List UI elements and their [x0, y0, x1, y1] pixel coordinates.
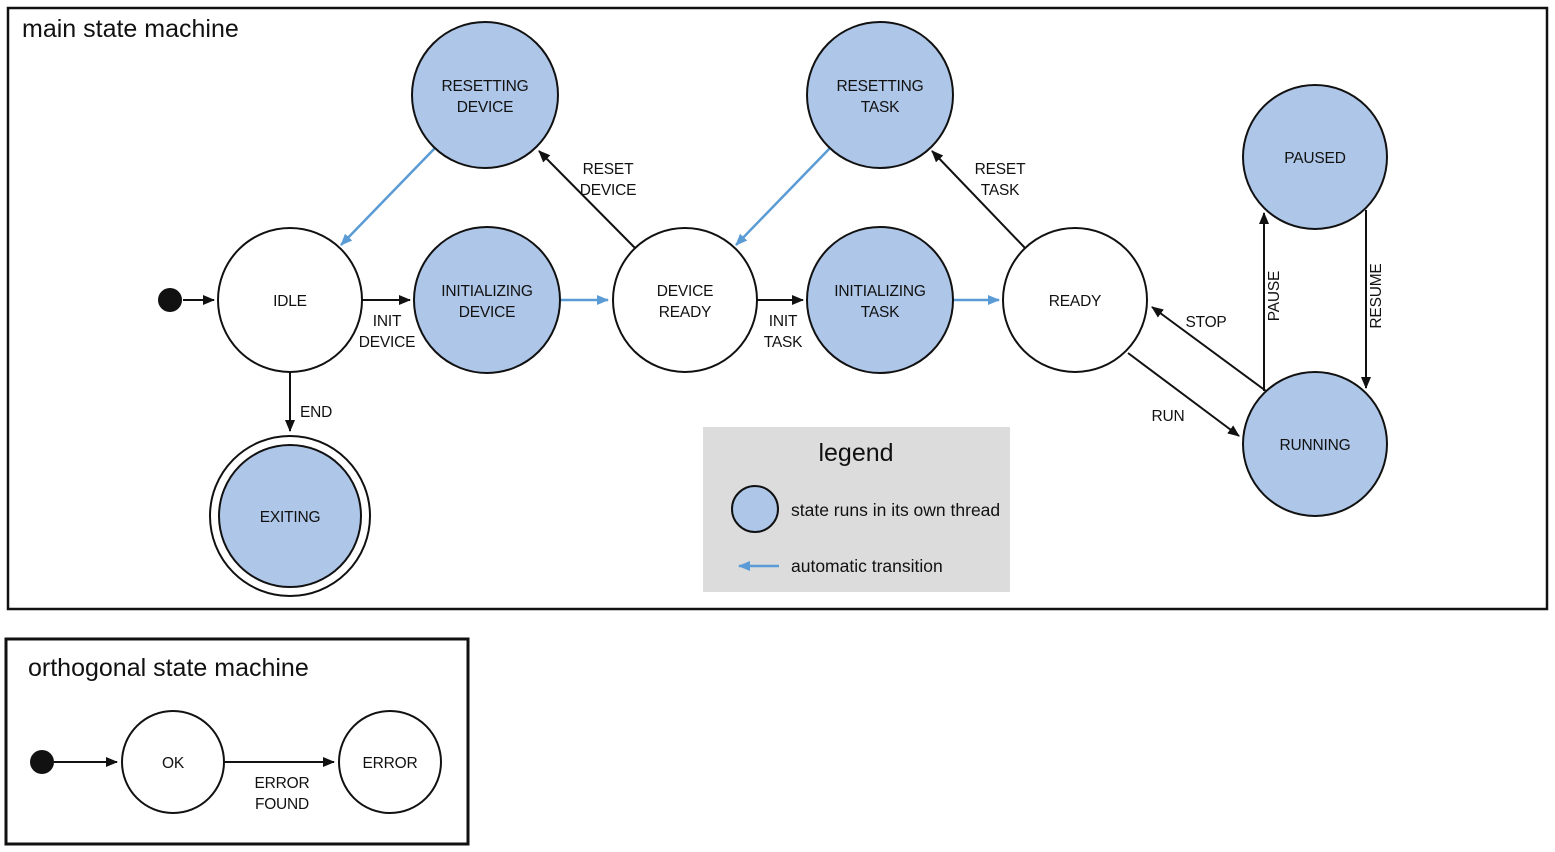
orthogonal-panel-title: orthogonal state machine [28, 654, 309, 682]
state-device-ready-label-line1: DEVICE [657, 283, 714, 300]
state-error-label: ERROR [363, 755, 418, 772]
state-running-circle [1242, 371, 1388, 517]
state-initial-marker [158, 288, 182, 312]
state-running: RUNNING [1242, 371, 1388, 517]
state-paused-circle [1242, 84, 1388, 230]
legend-auto-label: automatic transition [791, 556, 943, 576]
state-error: ERROR [338, 710, 442, 814]
state-device-ready: DEVICE READY [612, 227, 758, 373]
transition-end-label: END [300, 404, 332, 421]
state-resetting-device-label-line1: RESETTING [442, 78, 529, 95]
main-panel-title: main state machine [22, 15, 239, 43]
state-ready-label: READY [1049, 293, 1101, 310]
transition-init-device-label-line1: INIT [373, 313, 402, 330]
state-ok-label: OK [162, 755, 185, 772]
transition-reset-device-label-line1: RESET [583, 161, 634, 178]
state-resetting-task-circle [806, 21, 954, 169]
state-ok-circle [121, 710, 225, 814]
main-transition-labels: INIT DEVICE RESET DEVICE INIT TASK RESET… [300, 161, 1385, 425]
state-ok: OK [121, 710, 225, 814]
state-resetting-device: RESETTING DEVICE [411, 21, 559, 169]
legend-title: legend [818, 439, 893, 467]
state-resetting-task-label-line2: TASK [861, 99, 900, 116]
transition-run-label: RUN [1152, 408, 1185, 425]
state-initializing-task-label-line2: TASK [861, 304, 900, 321]
state-resetting-task-label-line1: RESETTING [837, 78, 924, 95]
state-ready: READY [1002, 227, 1148, 373]
state-idle-circle [217, 227, 363, 373]
state-exiting: EXITING [209, 435, 371, 597]
legend-thread-label: state runs in its own thread [791, 500, 1000, 520]
main-transitions [183, 147, 1371, 437]
state-resetting-device-label-line2: DEVICE [457, 99, 514, 116]
state-running-label: RUNNING [1280, 437, 1351, 454]
state-initializing-device-label-line1: INITIALIZING [441, 283, 532, 300]
transition-stop [1151, 306, 1267, 392]
state-paused-label: PAUSED [1284, 150, 1345, 167]
transition-error-found-label-line2: FOUND [255, 796, 309, 813]
transition-error-found-label-line1: ERROR [255, 775, 310, 792]
transition-auto-resettask-to-deviceready [735, 147, 831, 246]
transition-resume-label: RESUME [1368, 263, 1385, 328]
state-device-ready-label-line2: READY [659, 304, 711, 321]
state-ready-circle [1002, 227, 1148, 373]
state-resetting-device-circle [411, 21, 559, 169]
state-idle-label: IDLE [273, 293, 307, 310]
state-paused: PAUSED [1242, 84, 1388, 230]
transition-reset-task-label-line1: RESET [975, 161, 1026, 178]
transition-reset-device-label-line2: DEVICE [580, 182, 637, 199]
state-initializing-task-label-line1: INITIALIZING [834, 283, 925, 300]
state-initializing-task: INITIALIZING TASK [806, 226, 954, 374]
state-initializing-device: INITIALIZING DEVICE [413, 226, 561, 374]
state-resetting-task: RESETTING TASK [806, 21, 954, 169]
state-exiting-label: EXITING [260, 509, 321, 526]
transition-auto-resetdev-to-idle [340, 147, 436, 246]
state-exiting-inner-circle [218, 444, 362, 588]
orthogonal-state-machine-panel: orthogonal state machine ERROR FOUND OK … [4, 637, 470, 846]
state-initializing-device-label-line2: DEVICE [459, 304, 516, 321]
legend-thread-swatch-circle [731, 485, 779, 533]
transition-init-task-label-line1: INIT [769, 313, 798, 330]
state-idle: IDLE [217, 227, 363, 373]
state-initializing-task-circle [806, 226, 954, 374]
legend-panel: legend state runs in its own thread auto… [703, 427, 1010, 592]
state-initializing-device-circle [413, 226, 561, 374]
orthogonal-initial-state-dot [30, 750, 54, 774]
transition-reset-task-label-line2: TASK [981, 182, 1020, 199]
transition-stop-label: STOP [1185, 314, 1226, 331]
transition-run [1127, 352, 1240, 437]
main-state-machine-panel: main state machine INIT DEVICE RESET DEV… [6, 6, 1549, 611]
state-device-ready-circle [612, 227, 758, 373]
transition-reset-task [931, 150, 1026, 249]
transition-reset-device [538, 150, 636, 249]
transition-init-device-label-line2: DEVICE [359, 334, 416, 351]
initial-state-dot [158, 288, 182, 312]
state-error-circle [338, 710, 442, 814]
transition-pause-label: PAUSE [1266, 271, 1283, 321]
transition-init-task-label-line2: TASK [764, 334, 803, 351]
